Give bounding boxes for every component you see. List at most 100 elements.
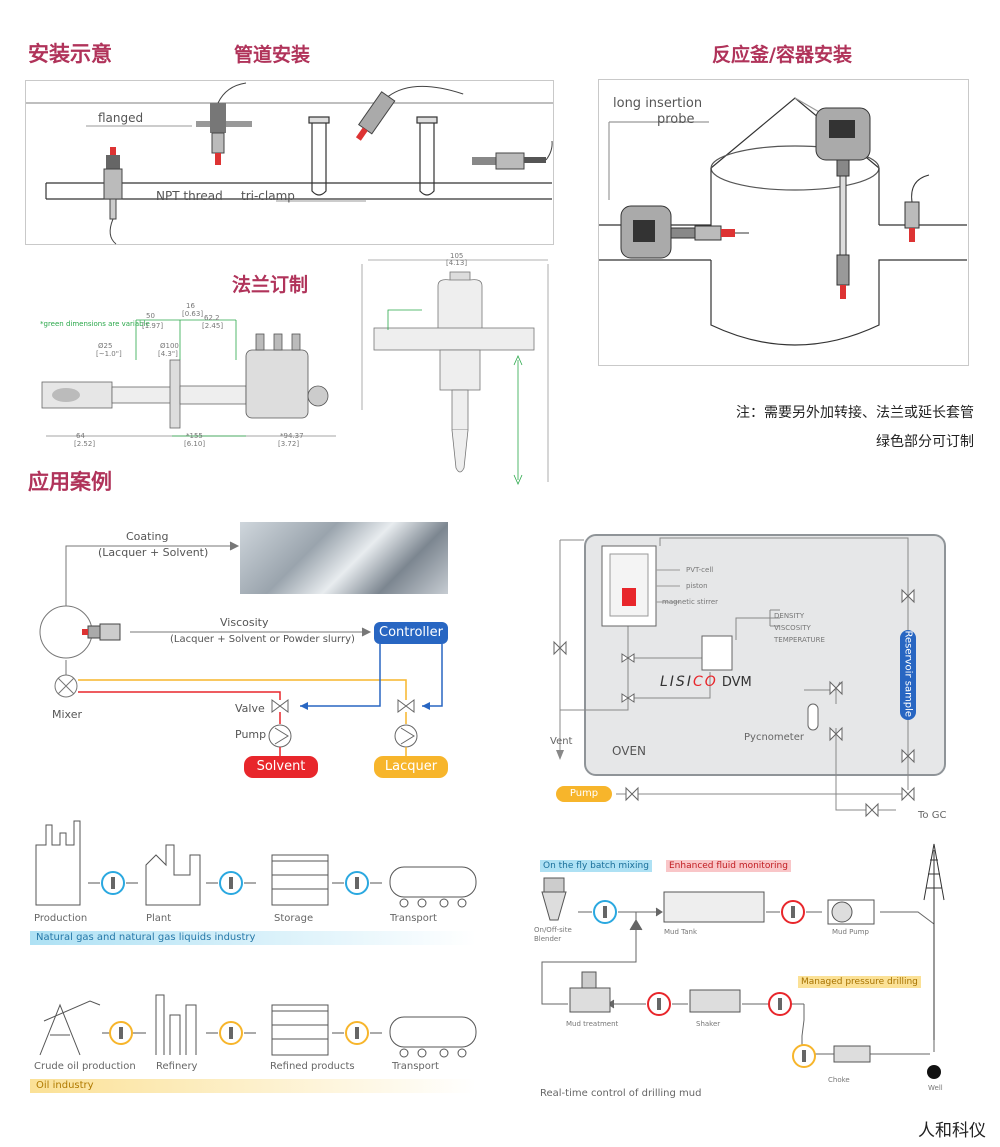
label-viscosity: Viscosity: [220, 616, 269, 629]
valve-icon: [829, 726, 843, 742]
pipe-install-panel: flanged NPT thread tri-clamp: [25, 80, 554, 245]
pump-box: Pump: [556, 786, 612, 802]
flanged-sensor-icon: [196, 82, 252, 165]
label-long-insertion: long insertion: [613, 96, 703, 111]
label-mud-pump: Mud Pump: [832, 928, 869, 936]
storage-icon: [271, 854, 329, 906]
label-coating: Coating: [126, 530, 169, 543]
heading-flange: 法兰订制: [232, 274, 309, 296]
dim-t1: 105: [450, 252, 464, 260]
flange-drawing-left: *green dimensions are variable 50 [1.97]…: [36, 300, 336, 450]
derrick-icon: [923, 843, 945, 901]
mud-treatment-icon: [569, 987, 611, 1013]
pipe-drawing: [26, 82, 553, 245]
blender-icon: [543, 877, 565, 893]
refined-products-icon: [271, 1004, 329, 1056]
gas-step-2: Plant: [146, 913, 172, 924]
npt-sensor-icon: [103, 147, 123, 245]
mud-lines: [541, 843, 945, 1079]
oil-step-2: Refinery: [156, 1061, 198, 1072]
dim-d2b: [0.63]: [182, 310, 204, 318]
reservoir-sample-icon: [900, 630, 916, 720]
watermark: 人和科仪: [918, 1121, 986, 1141]
oil-chain-icons: [39, 994, 477, 1058]
coating-lines: [39, 541, 443, 756]
label-pycnometer: Pycnometer: [744, 732, 804, 743]
label-npt-thread: NPT thread: [156, 189, 223, 203]
side-sensor-icon: [472, 140, 553, 170]
coating-diagram: Coating (Lacquer + Solvent) Viscosity (L…: [30, 520, 470, 790]
heading-pipe: 管道安装: [234, 44, 311, 66]
transmitter-side-icon: [620, 205, 749, 259]
gas-chain: Production Plant Storage Transport Natur…: [30, 815, 480, 945]
mud-pump-icon: [831, 901, 853, 923]
vessel-drawing: [599, 97, 967, 346]
label-temperature: TEMPERATURE: [774, 636, 825, 644]
shaker-icon: [689, 989, 741, 1013]
dim-d3: 62.2: [204, 314, 220, 322]
note-line-2: 绿色部分可订制: [876, 434, 974, 450]
gas-step-3: Storage: [274, 913, 314, 924]
label-to-gc: To GC: [918, 810, 947, 821]
label-coating-sub: (Lacquer + Solvent): [98, 546, 209, 559]
gas-step-1: Production: [34, 913, 88, 924]
diagonal-sensor-icon: [355, 85, 464, 141]
heading-vessel: 反应釜/容器安装: [712, 44, 852, 66]
label-mud-treatment: Mud treatment: [566, 1020, 619, 1028]
dim-d3b: [2.45]: [202, 322, 224, 330]
valve-icon: [865, 802, 879, 818]
valve-icon: [621, 693, 635, 703]
oil-step-3: Refined products: [270, 1061, 355, 1072]
pycnometer-icon: [807, 703, 819, 731]
label-tri-clamp: tri-clamp: [241, 189, 295, 203]
label-oven: OVEN: [612, 744, 647, 758]
label-flanged: flanged: [98, 111, 144, 125]
dim-d4b: [~1.0"]: [96, 350, 122, 358]
transport-icon: [389, 866, 477, 898]
green-dim-note: *green dimensions are variable: [40, 320, 150, 328]
note-line-1: 注：需要另外加转接、法兰或延长套管: [736, 405, 974, 421]
label-mud-tank: Mud Tank: [664, 928, 698, 936]
refinery-icon: [155, 994, 197, 1055]
label-choke: Choke: [828, 1076, 850, 1084]
transmitter-top-icon: [815, 107, 871, 299]
valve-icon: [901, 748, 915, 764]
tall-profile: [361, 259, 549, 485]
valve-lacquer-icon: [397, 699, 415, 713]
tag-batch-mixing: On the fly batch mixing: [540, 860, 652, 872]
mud-caption: Real-time control of drilling mud: [540, 1088, 702, 1099]
oil-transport-icon: [389, 1016, 477, 1048]
oven-diagram: PVT-cell piston magnetic stirrer DENSITY…: [540, 530, 960, 830]
production-icon: [35, 820, 81, 906]
tag-pressure-drilling: Managed pressure drilling: [798, 976, 921, 988]
dim-d6b: [2.52]: [74, 440, 96, 448]
label-shaker: Shaker: [696, 1020, 721, 1028]
heading-cases: 应用案例: [28, 470, 112, 494]
right-sensor-icon: [904, 174, 930, 242]
solvent-box: Solvent: [244, 756, 318, 778]
flange-profile: [41, 319, 336, 437]
label-pvt-cell: PVT-cell: [686, 566, 714, 574]
coating-photo: [240, 522, 448, 594]
flange-drawing-tall: 105 [4.13]: [358, 250, 590, 490]
tag-fluid-monitoring: Enhanced fluid monitoring: [666, 860, 791, 872]
label-blender: On/Off-site Blender: [534, 926, 572, 943]
label-mixer: Mixer: [52, 708, 83, 721]
plant-icon: [145, 844, 201, 906]
label-valve: Valve: [235, 702, 265, 715]
label-density: DENSITY: [774, 612, 805, 620]
label-viscosity: VISCOSITY: [774, 624, 811, 632]
oil-step-1: Crude oil production: [34, 1061, 136, 1072]
well-icon: [927, 1065, 941, 1079]
reservoir-label-wrap: Reservoir sample: [898, 631, 918, 718]
lacquer-box: Lacquer: [374, 756, 448, 778]
label-well: Well: [928, 1084, 943, 1092]
dim-d7b: [6.10]: [184, 440, 206, 448]
dvm-icon: [701, 635, 733, 671]
oven-lines: [553, 537, 916, 818]
valve-icon: [553, 640, 567, 656]
gas-step-4: Transport: [390, 913, 437, 924]
choke-icon: [833, 1045, 871, 1063]
label-magnetic-stirrer: magnetic stirrer: [662, 598, 719, 606]
